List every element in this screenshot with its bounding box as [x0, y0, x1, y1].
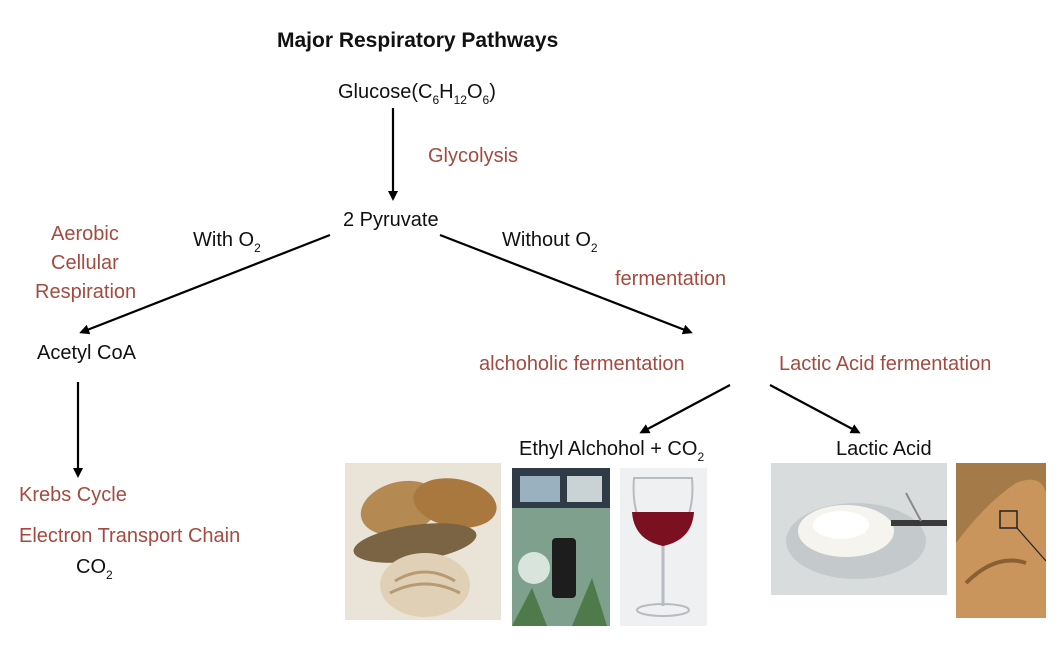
- lactic-fermentation-label: Lactic Acid fermentation: [779, 353, 992, 375]
- acetyl-coa-node: Acetyl CoA: [37, 342, 136, 364]
- electron-transport-chain-label: Electron Transport Chain: [19, 525, 241, 547]
- glycolysis-label: Glycolysis: [428, 145, 519, 167]
- muscle-image: [956, 463, 1046, 618]
- wine-glass-image: [620, 468, 707, 626]
- with-o2-label: With O2: [193, 229, 261, 255]
- yogurt-photo: [771, 463, 947, 595]
- pyruvate-node: 2 Pyruvate: [343, 209, 439, 231]
- yogurt-image: [771, 463, 947, 595]
- aerobic-label-line3: Respiration: [35, 281, 137, 303]
- aerobic-label-line1: Aerobic: [51, 223, 119, 245]
- glucose-node: Glucose(C6H12O6): [338, 81, 496, 107]
- ethyl-alcohol-node: Ethyl Alchohol + CO2: [519, 438, 705, 464]
- arrow-to-lactic: [769, 384, 861, 434]
- without-o2-label: Without O2: [502, 229, 598, 255]
- bread-image: [345, 463, 501, 620]
- wine-glass-photo: [620, 468, 707, 626]
- arrow-pyruvate-fermentation: [439, 233, 693, 335]
- co2-output: CO2: [76, 556, 113, 582]
- page-title: Major Respiratory Pathways: [277, 29, 559, 52]
- lactic-acid-node: Lactic Acid: [836, 438, 932, 460]
- fermentation-label: fermentation: [615, 268, 727, 290]
- aerobic-label-line2: Cellular: [51, 252, 119, 274]
- muscle-photo: [956, 463, 1046, 618]
- alcoholic-fermentation-label: alchoholic fermentation: [479, 353, 685, 375]
- fuel-pump-image: [512, 468, 610, 626]
- krebs-cycle-label: Krebs Cycle: [19, 484, 127, 506]
- arrow-pyruvate-acetyl: [79, 233, 331, 335]
- arrow-to-ethyl: [639, 384, 731, 434]
- fuel-pump-photo: [512, 468, 610, 626]
- bread-photo: [345, 463, 501, 620]
